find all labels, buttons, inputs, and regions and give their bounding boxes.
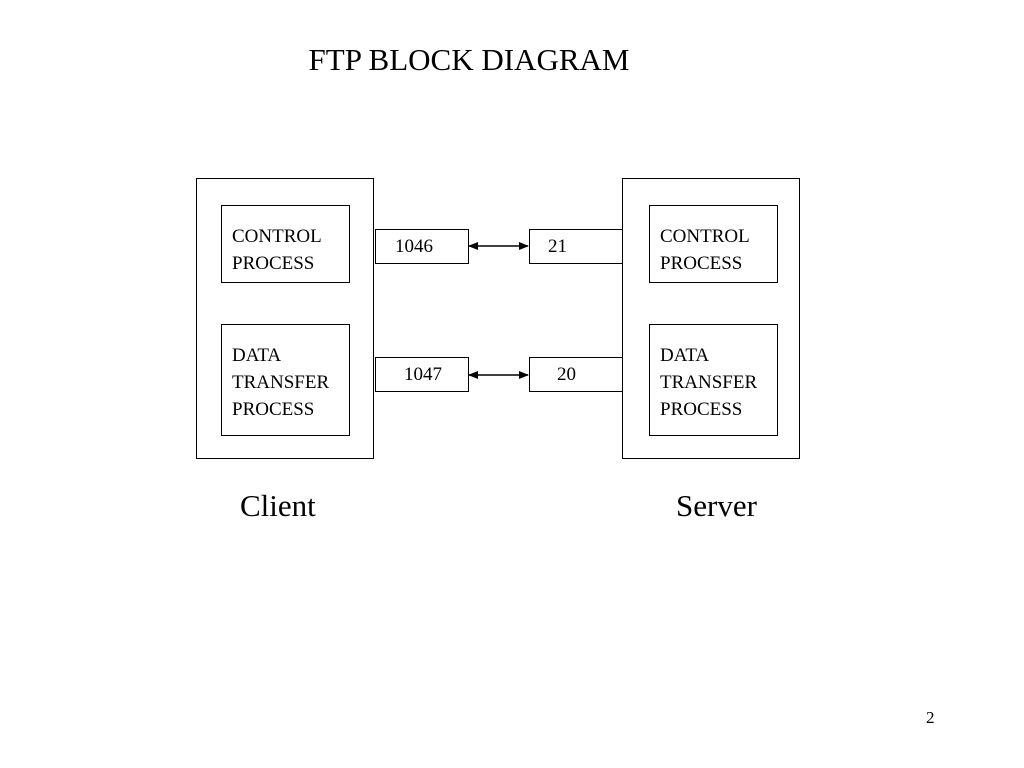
- client-data-port: 1047: [404, 364, 442, 385]
- client-box: CONTROL PROCESS DATA TRANSFER PROCESS: [196, 178, 374, 459]
- server-control-process-line2: PROCESS: [660, 253, 743, 274]
- server-control-process-line1: CONTROL: [660, 226, 750, 247]
- client-label: Client: [240, 488, 316, 523]
- server-data-transfer-process-box: DATA TRANSFER PROCESS: [649, 324, 778, 436]
- client-dtp-line2: TRANSFER: [232, 372, 330, 393]
- client-control-port: 1046: [395, 236, 433, 257]
- server-control-process-box: CONTROL PROCESS: [649, 205, 778, 283]
- server-data-port-box: 20: [529, 357, 623, 392]
- server-dtp-line2: TRANSFER: [660, 372, 758, 393]
- client-dtp-line3: PROCESS: [232, 399, 315, 420]
- server-dtp-line3: PROCESS: [660, 399, 743, 420]
- server-control-port: 21: [548, 236, 567, 257]
- client-control-port-box: 1046: [375, 229, 469, 264]
- server-dtp-line1: DATA: [660, 345, 710, 366]
- client-dtp-line1: DATA: [232, 345, 282, 366]
- client-control-process-line2: PROCESS: [232, 253, 315, 274]
- client-data-transfer-process-box: DATA TRANSFER PROCESS: [221, 324, 350, 436]
- diagram-title: FTP BLOCK DIAGRAM: [308, 42, 630, 77]
- client-control-process-line1: CONTROL: [232, 226, 322, 247]
- server-control-port-box: 21: [529, 229, 623, 264]
- client-data-port-box: 1047: [375, 357, 469, 392]
- client-control-process-box: CONTROL PROCESS: [221, 205, 350, 283]
- page-number: 2: [926, 708, 935, 727]
- server-box: CONTROL PROCESS DATA TRANSFER PROCESS: [622, 178, 800, 459]
- server-data-port: 20: [557, 364, 576, 385]
- server-label: Server: [676, 488, 757, 523]
